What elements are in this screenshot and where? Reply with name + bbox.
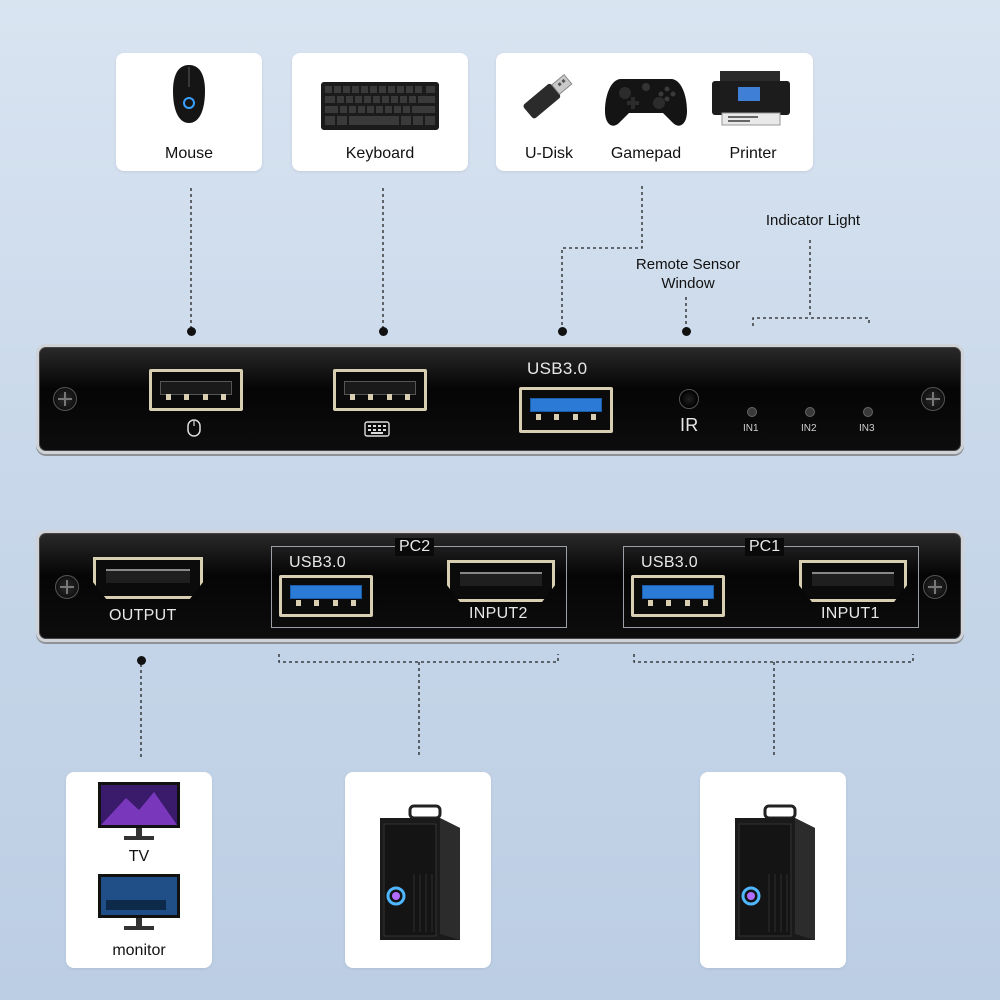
keyboard-usb-port[interactable] xyxy=(333,369,427,411)
input2-label: INPUT2 xyxy=(469,605,528,622)
pc1-card xyxy=(700,772,846,968)
output-connector-dot xyxy=(137,656,146,665)
udisk-label: U-Disk xyxy=(525,145,573,162)
pc2-label: PC2 xyxy=(395,538,435,556)
remote-sensor-line-1: Remote Sensor xyxy=(635,256,741,273)
keyboard-card: Keyboard xyxy=(292,53,468,171)
led-in3-label: IN3 xyxy=(859,423,875,434)
hdmi-input1-port[interactable] xyxy=(799,560,907,602)
printer-label: Printer xyxy=(729,145,777,162)
back-left-screw xyxy=(55,575,79,599)
pc1-label: PC1 xyxy=(745,538,785,556)
output-label: OUTPUT xyxy=(109,607,177,624)
display-card: TV monitor xyxy=(66,772,212,968)
remote-sensor-line-2: Window xyxy=(661,275,715,292)
monitor-label: monitor xyxy=(112,942,166,959)
pc2-usb3-port[interactable] xyxy=(279,575,373,617)
usb-drive-icon xyxy=(523,73,573,119)
indicator-light-annotation: Indicator Light xyxy=(765,212,861,229)
keyboard-icon xyxy=(321,82,439,130)
peripherals-card: U-Disk Gamepad Printer xyxy=(496,53,813,171)
monitor-icon xyxy=(98,874,180,930)
pc2-card xyxy=(345,772,491,968)
led-in2 xyxy=(805,407,815,417)
front-usb3-port[interactable] xyxy=(519,387,613,433)
pc2-usb3-label: USB3.0 xyxy=(289,554,346,571)
ir-connector-dot xyxy=(682,327,691,336)
mouse-port-icon xyxy=(187,419,201,437)
remote-sensor-annotation: Remote Sensor Window xyxy=(612,255,764,293)
hdmi-input2-port[interactable] xyxy=(447,560,555,602)
front-left-screw xyxy=(53,387,77,411)
keyboard-connector-dot xyxy=(379,327,388,336)
gamepad-icon xyxy=(605,79,687,126)
keyboard-label: Keyboard xyxy=(345,145,415,162)
pc1-usb3-label: USB3.0 xyxy=(641,554,698,571)
hdmi-output-port[interactable] xyxy=(93,557,203,599)
led-in3 xyxy=(863,407,873,417)
led-in1 xyxy=(747,407,757,417)
mouse-usb-port[interactable] xyxy=(149,369,243,411)
tv-icon xyxy=(98,782,180,840)
keyboard-port-icon xyxy=(364,421,390,437)
pc2-tower-icon xyxy=(380,804,460,940)
front-panel: USB3.0 IR IN1 IN2 IN3 xyxy=(36,344,964,454)
mouse-card: Mouse xyxy=(116,53,262,171)
ir-label: IR xyxy=(680,415,699,435)
mouse-connector-dot xyxy=(187,327,196,336)
input1-label: INPUT1 xyxy=(821,605,880,622)
pc1-tower-icon xyxy=(735,804,815,940)
front-usb3-label: USB3.0 xyxy=(527,359,588,378)
printer-icon xyxy=(712,71,790,126)
ir-sensor-window xyxy=(679,389,699,409)
back-right-screw xyxy=(923,575,947,599)
tv-label: TV xyxy=(128,848,150,865)
mouse-icon xyxy=(173,65,205,123)
mouse-label: Mouse xyxy=(164,145,214,162)
front-right-screw xyxy=(921,387,945,411)
led-in2-label: IN2 xyxy=(801,423,817,434)
led-in1-label: IN1 xyxy=(743,423,759,434)
usb-connector-dot xyxy=(558,327,567,336)
gamepad-label: Gamepad xyxy=(610,145,682,162)
pc1-usb3-port[interactable] xyxy=(631,575,725,617)
back-panel: OUTPUT PC2 USB3.0 INPUT2 PC1 USB3.0 INPU… xyxy=(36,530,964,642)
